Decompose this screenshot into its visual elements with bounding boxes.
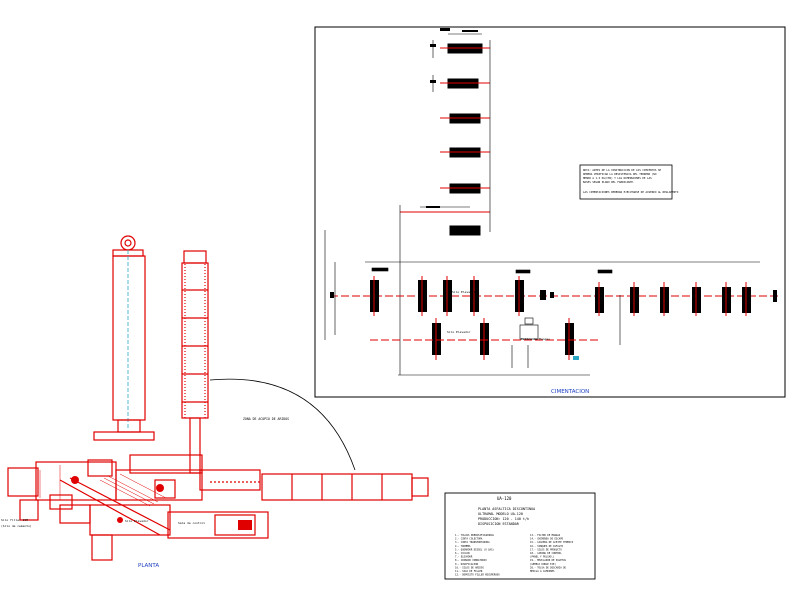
legend-item: 17.- SILOS DE PRODUCTO [530, 548, 562, 551]
svg-text:DEBERA VERIFICAR LA RESISTENCI: DEBERA VERIFICAR LA RESISTENCIA DEL TERR… [583, 172, 657, 176]
foundation-title: CIMENTACION [551, 389, 589, 395]
svg-text:NOTA: ANTES DE LA CONSTRUCCION: NOTA: ANTES DE LA CONSTRUCCION DE LOS CI… [583, 168, 662, 172]
label-sala-control: Sala de control [178, 521, 205, 525]
main-axis [324, 230, 780, 376]
stockpile-arc [209, 378, 356, 471]
title-line-1: PLANTA ASFALTICA DISCONTINUA [478, 507, 535, 511]
elevator-tower [93, 235, 155, 441]
legend-item: 16.- TANQUES DE ASFALTO [530, 545, 564, 548]
label-plan-left-1: Silo filler 25M [1, 518, 28, 522]
legend-item: (PANEL Y PULSAD.) [530, 556, 554, 559]
svg-text:MENOR A 1.5 KG/CM2) Y LAS DIME: MENOR A 1.5 KG/CM2) Y LAS DIMENSIONES DE… [583, 176, 652, 180]
aggregate-silos [181, 250, 209, 474]
legend-item: 13.- FILTRO DE MANGAS [530, 534, 561, 537]
plan-title: PLANTA [138, 563, 159, 569]
legend-item: 4.- TROMMEL [455, 545, 471, 548]
legend-item: 9.- DOSIFICACION [455, 563, 479, 566]
legend-item: 3.- CINTA TRANSPORTADORA [455, 541, 490, 544]
label-silo-elevador: Silo Elevador [452, 290, 476, 294]
legend-item: 18.- CABINA DE CONTROL [530, 552, 562, 555]
label-plan-left-2: (Silo de cemento) [1, 524, 32, 528]
note-text: NOTA: ANTES DE LA CONSTRUCCION DE LOS CI… [583, 168, 679, 194]
legend-item: (GEMELO DOBLE EJE) [530, 563, 556, 566]
footing-6 [449, 225, 481, 236]
note-box [579, 164, 673, 200]
main-footings [330, 280, 777, 355]
footing-column [447, 43, 483, 236]
title-code: UA-120 [497, 496, 512, 501]
footing-axes [400, 47, 490, 213]
footing-red-ticks [373, 276, 747, 360]
legend-item: 5.- QUEMADOR DIESEL (O GAS) [455, 548, 494, 551]
label-filtro-mangas: Filtro de Mangas [521, 337, 550, 341]
legend-item: 6.- CICLON [455, 552, 470, 555]
legend-item: 15.- CALDERA DE ACEITE TERMICO [530, 541, 574, 544]
zone-label: ZONA DE ACOPIO DE ARIDOS [243, 417, 289, 421]
label-silo-elevador-2: Silo Elevador [447, 330, 471, 334]
legend-item: 1.- TOLVAS PREDOSIFICADORAS [455, 534, 494, 537]
legend-item: 14.- CHIMENEA DE ESCAPE [530, 538, 564, 541]
legend-item: 7.- ELEVADOR [455, 556, 473, 559]
legend-item: 10.- SILOS DE ARIDOS [455, 566, 484, 569]
svg-text:BASES SEGUN PLANO DEL FABRICAN: BASES SEGUN PLANO DEL FABRICANTE. [583, 180, 635, 184]
plant-layout [7, 454, 429, 561]
label-silo-elevador-plan: Silo Elevador [125, 519, 149, 523]
legend-item: 8.- CRIBADO VIBRATORIO [455, 559, 487, 562]
legend-item: MEZCLA A CAMIONES [530, 570, 555, 573]
legend-item: 12.- DEPOSITO FILLER RECUPERADO [455, 574, 500, 577]
legend-item: 20.- TOLVA DE DESCARGA DE [530, 566, 567, 569]
title-block [444, 492, 596, 580]
legend-item: 19.- MEZCLADOR DE PALETAS [530, 559, 567, 562]
foundation-frame [314, 26, 786, 398]
legend-item: 2.- CINTA COLECTORA [455, 538, 483, 541]
title-line-2: ULTRAMAL MODELO UA-120 [478, 512, 523, 516]
title-line-3: PRODUCCION: 120 - 140 t/h [478, 517, 529, 521]
title-line-4: DISPOSICION ESTANDAR [478, 522, 520, 526]
column-dimension-lines [399, 33, 491, 375]
legend-item: 11.- SILO DE FILLER [455, 570, 483, 573]
svg-text:LAS CIMENTACIONES DEBERAN EJEC: LAS CIMENTACIONES DEBERAN EJECUTARSE DE … [583, 190, 679, 194]
